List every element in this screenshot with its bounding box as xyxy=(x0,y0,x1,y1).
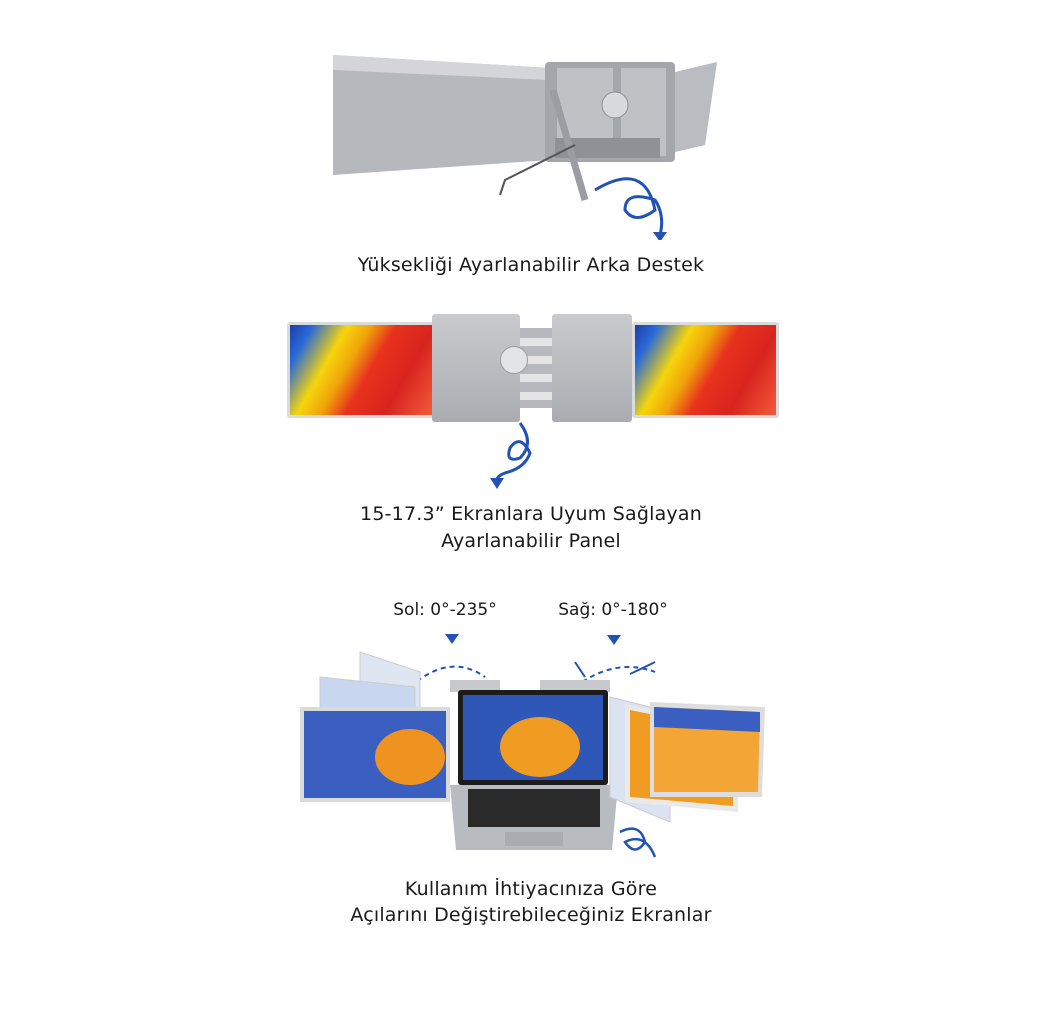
rotating-screens-image xyxy=(300,634,765,858)
caption-adjustable-panel-line1: 15-17.3” Ekranlara Uyum Sağlayan xyxy=(360,503,702,525)
caption-back-stand: Yüksekliği Ayarlanabilir Arka Destek xyxy=(357,254,705,276)
caption-rotating-screens-line1: Kullanım İhtiyacınıza Göre xyxy=(404,878,658,900)
right-angle-label: Sağ: 0°-180° xyxy=(558,600,668,620)
right-screen-image xyxy=(632,322,779,418)
caption-adjustable-panel-line2: Ayarlanabilir Panel xyxy=(441,530,621,552)
caption-rotating-screens-line2: Açılarını Değiştirebileceğiniz Ekranlar xyxy=(350,904,712,926)
left-angle-label: Sol: 0°-235° xyxy=(393,600,497,620)
left-screen-image xyxy=(287,322,435,418)
curl-arrow-icon xyxy=(490,422,532,489)
logo-badge xyxy=(500,346,528,374)
monitor-back-view-image xyxy=(333,55,717,240)
center-panel-right xyxy=(552,314,632,422)
